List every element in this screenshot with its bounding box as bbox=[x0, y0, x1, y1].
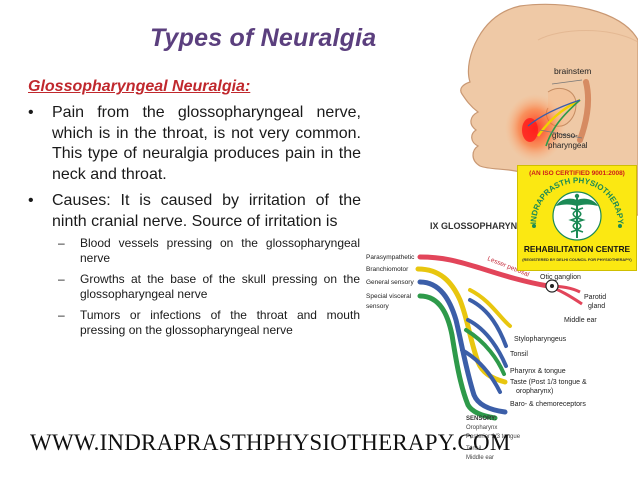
label-diagram-title: IX GLOSSOPHARYN bbox=[430, 221, 517, 231]
slide-title: Types of Neuralgia bbox=[150, 24, 377, 52]
label-special-visceral: Special visceral bbox=[366, 293, 412, 300]
label-pharyngeal: pharyngeal bbox=[548, 141, 588, 150]
label-oropharynx: Oropharynx bbox=[466, 425, 497, 431]
bullet-item: • Pain from the glossopharyngeal nerve, … bbox=[28, 103, 361, 185]
nerve-blue-a bbox=[417, 279, 508, 415]
label-general-sensory: General sensory bbox=[366, 279, 414, 286]
label-pharynx-tongue: Pharynx & tongue bbox=[510, 368, 566, 375]
label-middle-ear-lower: Middle ear bbox=[466, 455, 494, 461]
label-sensory: sensory bbox=[366, 303, 390, 310]
bullet-list: • Pain from the glossopharyngeal nerve, … bbox=[28, 103, 361, 344]
clinic-logo-badge: (AN ISO CERTIFIED 9001:2008) INDRAPRASTH… bbox=[517, 165, 637, 271]
label-taste: Taste (Post 1/3 tongue & bbox=[510, 379, 587, 386]
label-tonsil-lower: Tonsil bbox=[466, 446, 481, 452]
label-baro: Baro- & chemoreceptors bbox=[510, 401, 586, 408]
nerve-green bbox=[417, 293, 498, 421]
sub-bullet-item: – Tumors or infections of the throat and… bbox=[58, 308, 361, 338]
rehabilitation-centre-text: REHABILITATION CENTRE bbox=[523, 244, 631, 254]
website-footer[interactable]: WWW.INDRAPRASTHPHYSIOTHERAPY.COM bbox=[30, 430, 511, 455]
label-parasympathetic: Parasympathetic bbox=[366, 254, 415, 261]
label-middle-ear: Middle ear bbox=[564, 317, 597, 324]
sub-bullet-item: – Growths at the base of the skull press… bbox=[58, 272, 361, 302]
label-otic-ganglion: Otic ganglion bbox=[540, 274, 581, 281]
iso-certified-text: (AN ISO CERTIFIED 9001:2008) bbox=[529, 170, 625, 177]
registration-text: (REGISTERED BY DELHI COUNCIL FOR PHYSIOT… bbox=[522, 257, 632, 262]
label-posterior-tongue: Posterior 1/3 tongue bbox=[466, 434, 521, 440]
label-gland: gland bbox=[588, 303, 605, 310]
label-parotid: Parotid bbox=[584, 294, 606, 301]
bullet-dot: • bbox=[28, 104, 34, 121]
bullet-dot: • bbox=[28, 192, 34, 209]
bullet-text: Pain from the glossopharyngeal nerve, wh… bbox=[52, 104, 361, 183]
label-oropharynx-paren: oropharynx) bbox=[516, 388, 553, 395]
label-tonsil: Tonsil bbox=[510, 351, 528, 358]
nerve-red bbox=[417, 254, 551, 289]
label-brainstem: brainstem bbox=[554, 66, 591, 76]
label-branchiomotor: Branchiomotor bbox=[366, 266, 409, 273]
sub-bullet-dash: – bbox=[58, 236, 65, 250]
bullet-item: • Causes: It is caused by irritation of … bbox=[28, 191, 361, 232]
sub-bullet-list: – Blood vessels pressing on the glossoph… bbox=[58, 236, 361, 338]
slide-subtitle: Glossopharyngeal Neuralgia: bbox=[28, 78, 251, 95]
sub-bullet-text: Growths at the base of the skull pressin… bbox=[80, 272, 360, 301]
sub-bullet-text: Blood vessels pressing on the glossophar… bbox=[80, 236, 360, 265]
sub-bullet-item: – Blood vessels pressing on the glossoph… bbox=[58, 236, 361, 266]
glossopharyngeal-nerve-illustration: brainstem glosso- pharyngeal IX GLOSSOPH… bbox=[366, 3, 638, 461]
sub-bullet-dash: – bbox=[58, 308, 65, 322]
label-stylopharyngeus: Stylopharyngeus bbox=[514, 336, 567, 343]
bullet-text: Causes: It is caused by irritation of th… bbox=[52, 192, 361, 230]
label-sensory-heading: SENSORY: bbox=[466, 416, 497, 422]
sub-bullet-text: Tumors or infections of the throat and m… bbox=[80, 308, 360, 337]
label-glosso: glosso- bbox=[552, 131, 578, 140]
sub-bullet-dash: – bbox=[58, 272, 65, 286]
caduceus-emblem: INDRAPRASTH PHYSIOTHERAPY bbox=[529, 176, 625, 241]
